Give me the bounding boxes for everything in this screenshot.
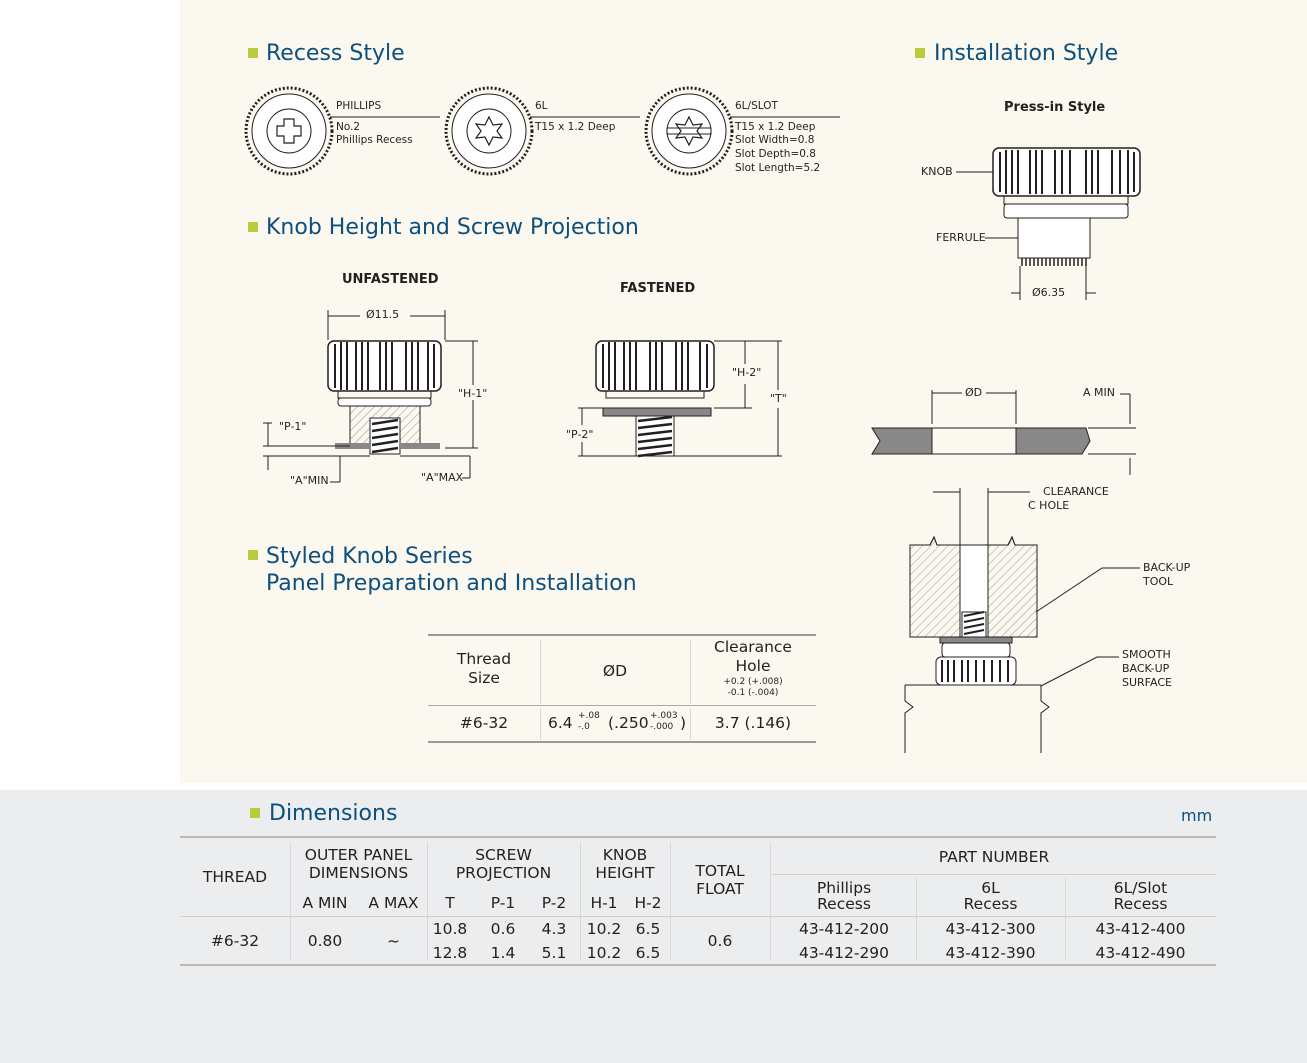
- dt-head-p2: P-2: [541, 894, 567, 912]
- phillips-recess-drawing: [244, 86, 440, 176]
- 6l-slot-line1: T15 x 1.2 Deep: [735, 121, 816, 133]
- bullet-styled: [248, 550, 258, 560]
- ferrule-label: FERRULE: [936, 231, 986, 244]
- unfastened-title: UNFASTENED: [342, 272, 439, 287]
- 6l-line1: T15 x 1.2 Deep: [535, 121, 616, 133]
- bullet-dimensions: [250, 808, 260, 818]
- dt-cell-float: 0.6: [707, 932, 733, 950]
- dt-r2-h1: 10.2: [586, 944, 622, 962]
- unfastened-drawing: [263, 310, 478, 483]
- dt-r1-phillips: 43-412-200: [798, 920, 890, 938]
- dia-635-label: Ø6.35: [1032, 286, 1066, 299]
- od-label: ØD: [965, 386, 983, 399]
- h1-label: "H-1": [458, 387, 488, 400]
- knob-label: KNOB: [921, 165, 953, 178]
- p1-label: "P-1": [279, 420, 307, 433]
- dt-r2-phillips: 43-412-290: [798, 944, 890, 962]
- surface-label: SURFACE: [1122, 676, 1172, 689]
- ct-head-od: ØD: [602, 662, 628, 680]
- dt-r1-6l: 43-412-300: [945, 920, 1036, 938]
- dt-r2-h2: 6.5: [635, 944, 661, 962]
- amax-dim-label: "A"MAX: [421, 471, 464, 484]
- dia-115-label: Ø11.5: [366, 308, 400, 321]
- dt-head-h2: H-2: [634, 894, 662, 912]
- press-in-knob-drawing: [956, 147, 1141, 300]
- dt-r1-p2: 4.3: [541, 920, 567, 938]
- dt-r1-p1: 0.6: [490, 920, 516, 938]
- h2-label: "H-2": [732, 366, 762, 379]
- smooth-label: SMOOTH: [1122, 648, 1171, 661]
- dt-head-thread: THREAD: [202, 868, 268, 886]
- 6l-label: 6L: [535, 100, 548, 112]
- 6l-slot-line3: Slot Depth=0.8: [735, 148, 816, 160]
- phillips-line1: No.2: [336, 121, 361, 133]
- phillips-label: PHILLIPS: [336, 100, 382, 112]
- dt-head-p1: P-1: [490, 894, 516, 912]
- dt-r2-6l-slot: 43-412-490: [1095, 944, 1186, 962]
- amin-label: A MIN: [1083, 386, 1115, 399]
- heading-styled-knob: Styled Knob Series: [266, 544, 473, 569]
- t-label: "T": [770, 392, 787, 405]
- 6l-slot-line2: Slot Width=0.8: [735, 134, 815, 146]
- bullet-knob: [248, 222, 258, 232]
- dt-r1-h2: 6.5: [635, 920, 661, 938]
- dt-cell-amin: 0.80: [307, 932, 343, 950]
- dt-head-amin: A MIN: [302, 894, 348, 912]
- 6l-recess-drawing: [444, 86, 640, 176]
- ct-row-clearance: 3.7 (.146): [714, 714, 792, 732]
- amin-dim-label: "A"MIN: [290, 474, 329, 487]
- smooth-backup-label: BACK-UP: [1122, 662, 1170, 675]
- heading-knob-height: Knob Height and Screw Projection: [266, 215, 639, 240]
- heading-recess-style: Recess Style: [266, 41, 405, 66]
- dt-r1-t: 10.8: [432, 920, 468, 938]
- dt-head-h1: H-1: [590, 894, 618, 912]
- dt-cell-thread: #6-32: [210, 932, 260, 950]
- dt-head-part: PART NUMBER: [938, 848, 1050, 866]
- fastened-drawing: [578, 340, 782, 458]
- phillips-line2: Phillips Recess: [336, 134, 413, 146]
- p2-label: "P-2": [566, 428, 594, 441]
- c-hole-label: C HOLE: [1028, 499, 1070, 512]
- backup-tool-drawing: [904, 488, 1140, 753]
- tool-label: TOOL: [1143, 575, 1174, 588]
- dt-r2-t: 12.8: [432, 944, 468, 962]
- ct-head-tolerance: +0.2 (+.008)-0.1 (-.004): [723, 677, 783, 698]
- bullet-install: [915, 48, 925, 58]
- heading-installation-style: Installation Style: [934, 41, 1119, 66]
- press-in-title: Press-in Style: [1004, 100, 1106, 115]
- unit-label: mm: [1181, 806, 1213, 825]
- 6l-slot-line4: Slot Length=5.2: [735, 162, 821, 174]
- ct-row-thread: #6-32: [459, 714, 509, 732]
- clearance-label: CLEARANCE: [1043, 485, 1109, 498]
- dt-r2-p1: 1.4: [490, 944, 516, 962]
- 6l-slot-label: 6L/SLOT: [735, 100, 778, 112]
- fastened-title: FASTENED: [620, 281, 696, 296]
- dt-head-amax: A MAX: [368, 894, 419, 912]
- heading-panel-prep: Panel Preparation and Installation: [266, 571, 637, 596]
- heading-dimensions: Dimensions: [269, 801, 398, 826]
- 6l-slot-recess-drawing: [644, 86, 840, 176]
- dt-head-t: T: [445, 894, 455, 912]
- panel-section-drawing: [871, 390, 1136, 475]
- dimensions-panel: [0, 790, 1307, 1063]
- dt-r2-p2: 5.1: [541, 944, 567, 962]
- dt-cell-amax: ~: [387, 932, 400, 950]
- dt-r2-6l: 43-412-390: [945, 944, 1036, 962]
- dt-r1-6l-slot: 43-412-400: [1095, 920, 1186, 938]
- bullet-recess: [248, 48, 258, 58]
- dt-r1-h1: 10.2: [586, 920, 622, 938]
- backup-label: BACK-UP: [1143, 561, 1191, 574]
